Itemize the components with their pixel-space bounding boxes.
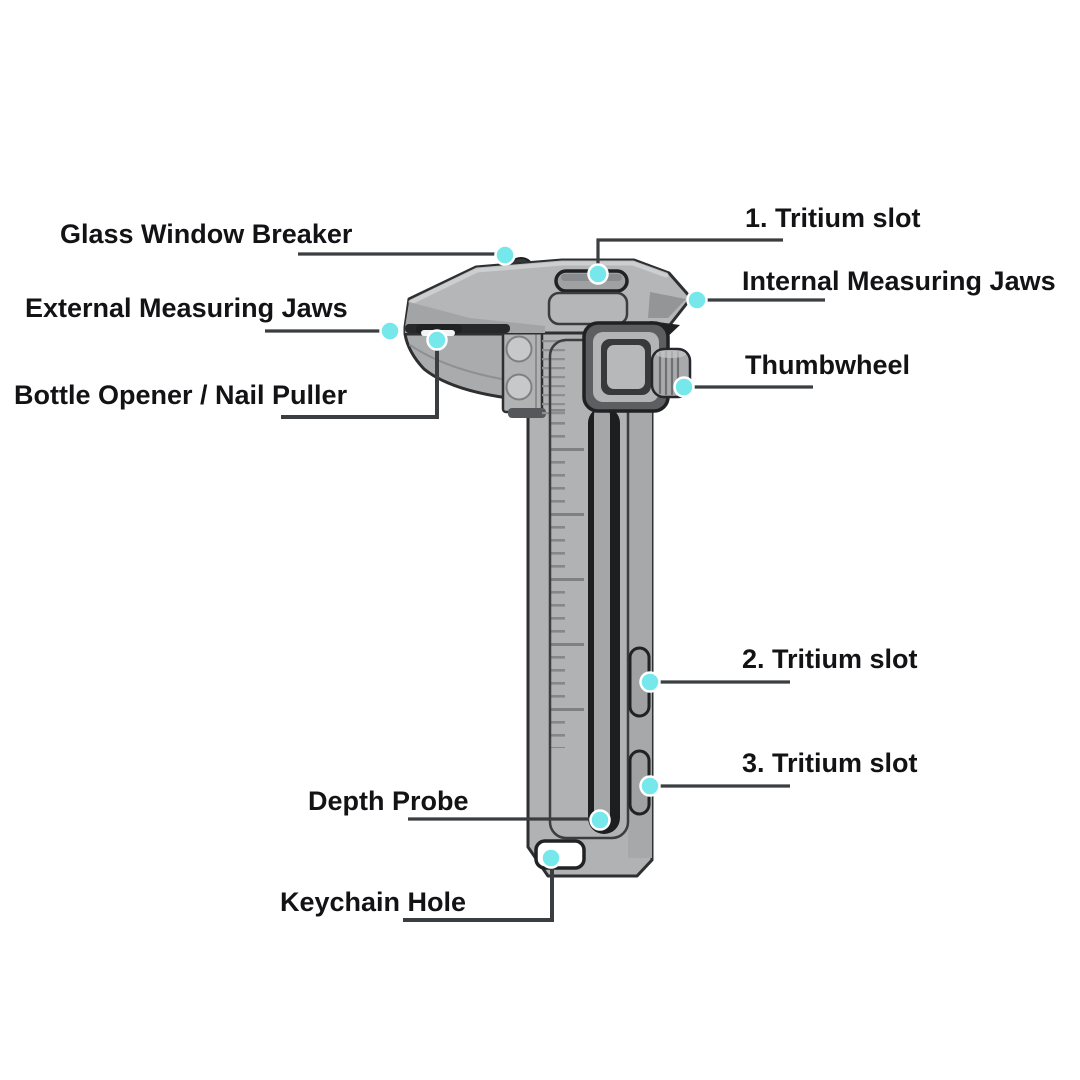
callout-bottle-opener-nail-puller: Bottle Opener / Nail Puller (14, 380, 348, 410)
dot-tritium-slot-3 (639, 775, 661, 797)
ruler-major-ticks (550, 448, 585, 714)
callout-internal-measuring-jaws: Internal Measuring Jaws (742, 266, 1056, 296)
callout-depth-probe: Depth Probe (308, 786, 469, 816)
head-top-highlight (408, 260, 669, 305)
callout-keychain-hole: Keychain Hole (280, 887, 467, 917)
callout-dots (379, 244, 708, 869)
leader-keychain-hole (403, 867, 554, 922)
callout-leaders (265, 238, 825, 922)
dot-internal-measuring-jaws (686, 289, 708, 311)
dot-tritium-slot-2 (639, 671, 661, 693)
depth-probe-rod (594, 407, 610, 823)
dot-external-measuring-jaws (379, 320, 401, 342)
clamp-shadow (508, 408, 546, 418)
callout-tritium-slot-3: 3. Tritium slot (742, 748, 918, 778)
caliper-tool (403, 257, 693, 878)
callout-external-measuring-jaws: External Measuring Jaws (25, 293, 348, 323)
clamp-pin-top (505, 335, 533, 363)
clamp-pin-bottom (505, 373, 533, 401)
dot-depth-probe (589, 809, 611, 831)
head-panel-outline (547, 291, 629, 326)
dot-tritium-slot-1 (587, 263, 609, 285)
callout-glass-window-breaker: Glass Window Breaker (60, 219, 353, 249)
slider-face (607, 345, 645, 389)
dot-bottle-opener (426, 329, 448, 351)
callout-tritium-slot-1: 1. Tritium slot (745, 203, 921, 233)
leader-tritium-slot-1 (596, 238, 783, 266)
callout-thumbwheel: Thumbwheel (745, 350, 911, 380)
callout-tritium-slot-2: 2. Tritium slot (742, 644, 918, 674)
leader-bottle-opener (281, 350, 439, 419)
dot-keychain-hole (540, 847, 562, 869)
internal-jaw-facet (648, 292, 686, 318)
dot-glass-window-breaker (494, 244, 516, 266)
dot-thumbwheel (673, 376, 695, 398)
